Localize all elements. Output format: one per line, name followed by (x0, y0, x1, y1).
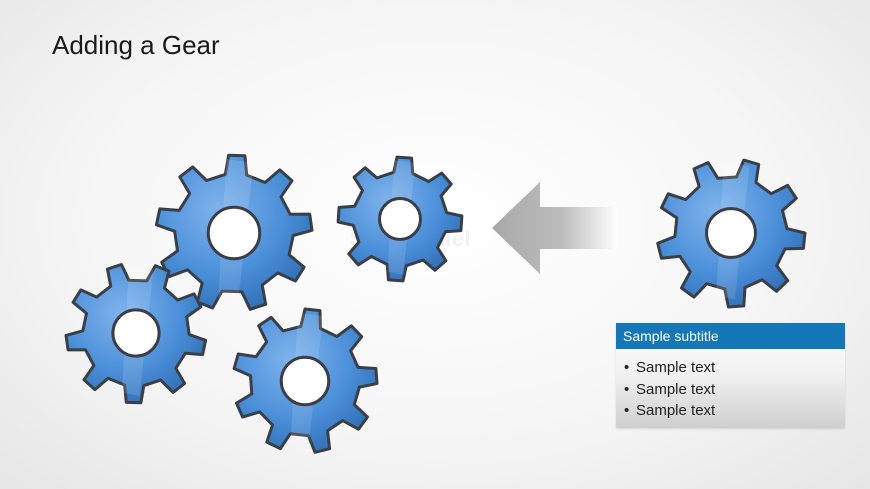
bullet-text: Sample text (636, 402, 716, 419)
bullet-icon: • (624, 402, 630, 419)
subtitle-textbox: Sample subtitle • Sample text • Sample tex… (616, 323, 845, 428)
bullet-icon: • (624, 380, 630, 398)
arrow-left-icon (492, 182, 618, 274)
gear-large-icon (154, 153, 314, 311)
bullet-text: Sample text (636, 359, 716, 376)
bullet-item: • Sample text (624, 357, 845, 379)
slide-title: Adding a Gear (52, 30, 220, 60)
bullet-list: • Sample text • Sample text • Sample text (616, 349, 845, 422)
gear-added-icon (656, 158, 807, 309)
bullet-text: Sample text (636, 380, 716, 398)
gear-left-icon (64, 263, 208, 405)
bullet-icon: • (624, 359, 630, 376)
bullet-item: • Sample text (624, 379, 845, 401)
bullet-item: • Sample text (624, 400, 845, 422)
textbox-subtitle: Sample subtitle (616, 323, 845, 349)
gear-small-top-icon (336, 155, 464, 283)
gear-bottom-icon (232, 307, 379, 454)
